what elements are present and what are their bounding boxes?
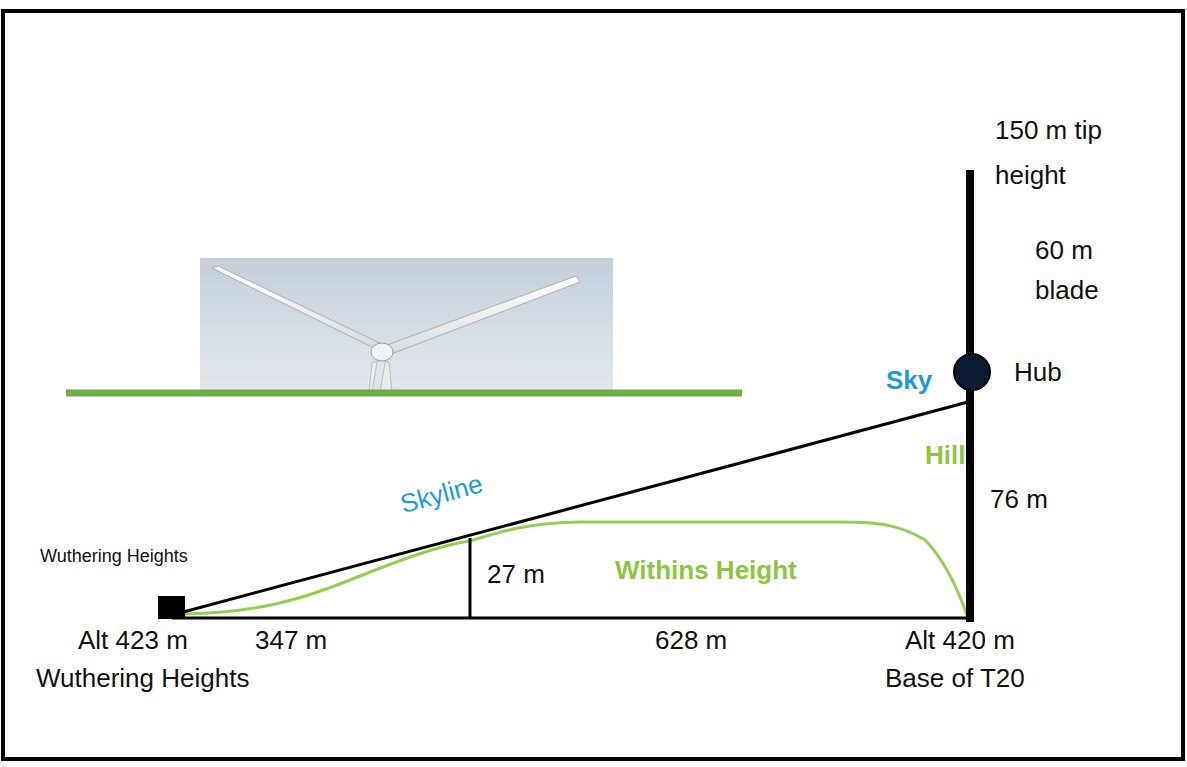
skyline-label: Skyline [397, 469, 486, 520]
turbine-photo [200, 258, 613, 392]
house-name: Wuthering Heights [40, 546, 188, 567]
hill-profile [185, 522, 968, 618]
ground-line [66, 390, 742, 397]
baseline [172, 617, 970, 620]
blade-label: 60 m blade [1035, 230, 1123, 310]
height-marker [469, 538, 472, 618]
dimension-label: 76 m [990, 485, 1048, 515]
tip-height-label: 150 m tip height [995, 108, 1145, 198]
altitude-label: Alt 420 m [905, 626, 1015, 656]
altitude-label: Alt 423 m [78, 626, 188, 656]
place-name: Wuthering Heights [36, 664, 249, 694]
sight-line [172, 402, 968, 615]
dimension-label: 347 m [255, 626, 327, 656]
turbine-line [966, 170, 974, 622]
hub-circle [954, 354, 990, 390]
dimension-label: 628 m [655, 626, 727, 656]
dimension-label: 27 m [487, 560, 545, 590]
frame [3, 11, 1183, 759]
hill-name: Withins Height [615, 556, 797, 586]
hill-label: Hill [925, 441, 965, 471]
house-marker [158, 596, 185, 619]
place-name: Base of T20 [885, 664, 1025, 694]
sky-label: Sky [886, 366, 932, 396]
hub-label: Hub [1014, 358, 1062, 388]
